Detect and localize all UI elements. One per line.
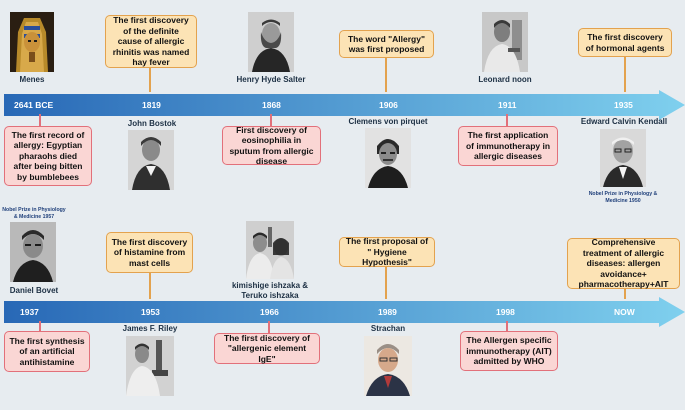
event-box-1819: The first discovery of the definite caus…	[105, 15, 197, 68]
connector-2641	[39, 114, 41, 128]
connector-1819	[149, 66, 151, 92]
top-timeline-arrow	[4, 90, 685, 120]
bovet-nobel-note: Nobel Prize in Physiology & Medicine 195…	[2, 207, 66, 220]
kendall-photo	[600, 129, 646, 187]
year-1868: 1868	[262, 100, 281, 110]
noon-name: Leonard noon	[478, 75, 532, 84]
event-box-now: Comprehensive treatment of allergic dise…	[567, 237, 680, 289]
year-1935: 1935	[614, 100, 633, 110]
event-box-1911: The first application of immunotherapy i…	[458, 126, 558, 166]
year-1906: 1906	[379, 100, 398, 110]
event-box-1966: The first discovery of "allergenic eleme…	[214, 333, 320, 364]
noon-photo	[482, 12, 528, 72]
salter-photo	[248, 12, 294, 72]
connector-1937	[39, 321, 41, 333]
year-1953: 1953	[141, 307, 160, 317]
connector-now	[624, 288, 626, 299]
strachan-photo	[364, 336, 412, 396]
connector-1953	[149, 272, 151, 299]
event-box-1998: The Allergen specific immunotherapy (AIT…	[460, 331, 558, 371]
event-box-1906: The word "Allergy" was first proposed	[339, 30, 434, 58]
salter-name: Henry Hyde Salter	[236, 75, 306, 84]
bottom-timeline-arrow	[4, 297, 685, 327]
year-1998: 1998	[496, 307, 515, 317]
ishizaka-photo	[246, 221, 294, 279]
year-2641-bce: 2641 BCE	[14, 100, 54, 110]
year-1989: 1989	[378, 307, 397, 317]
kendall-nobel-note: Nobel Prize in Physiology & Medicine 195…	[588, 191, 658, 204]
connector-1935	[624, 56, 626, 92]
year-now: NOW	[614, 307, 635, 317]
pirquet-name: Clemens von pirquet	[348, 117, 428, 126]
connector-1868	[270, 114, 272, 128]
strachan-name: Strachan	[370, 324, 406, 333]
pirquet-photo	[365, 128, 411, 188]
ishizaka-name: kimishige ishzaka & Teruko ishzaka	[231, 281, 309, 300]
year-1911: 1911	[498, 100, 517, 110]
connector-1966	[268, 321, 270, 335]
menes-name: Menes	[19, 75, 45, 84]
event-box-1868: First discovery of eosinophilia in sputu…	[222, 125, 321, 166]
event-box-2641-bce: The first record of allergy: Egyptian ph…	[4, 126, 92, 186]
riley-name: James F. Riley	[122, 324, 178, 333]
bovet-name: Daniel Bovet	[9, 286, 59, 295]
event-box-1935: The first discovery of hormonal agents	[578, 28, 672, 57]
connector-1998	[506, 321, 508, 333]
event-box-1953: The first discovery of histamine from ma…	[106, 232, 193, 273]
event-box-1937: The first synthesis of an artificial ant…	[4, 331, 90, 372]
connector-1906	[385, 56, 387, 92]
connector-1911	[506, 114, 508, 128]
riley-photo	[126, 336, 174, 396]
year-1819: 1819	[142, 100, 161, 110]
bovet-photo	[10, 222, 56, 282]
year-1937: 1937	[20, 307, 39, 317]
event-box-1989: The first proposal of " Hygiene Hypothes…	[339, 236, 435, 267]
menes-photo	[10, 12, 54, 72]
kendall-name: Edward Calvin Kendall	[580, 117, 668, 126]
bostok-name: John Bostok	[127, 119, 177, 128]
year-1966: 1966	[260, 307, 279, 317]
bostok-photo	[128, 130, 174, 190]
connector-1989	[385, 266, 387, 299]
